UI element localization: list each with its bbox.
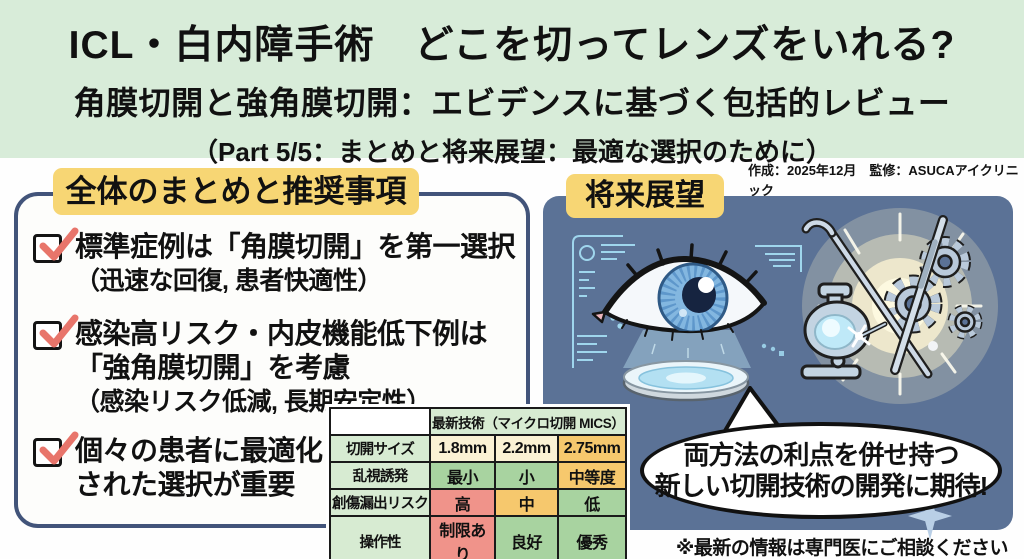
header-banner: ICL・白内障手術 どこを切ってレンズをいれる? 角膜切開と強角膜切開：エビデン… (0, 0, 1024, 167)
row-label: 創傷漏出リスク (329, 488, 431, 517)
table-cell: 中 (494, 488, 559, 517)
checklist-item-text: 感染高リスク・内皮機能低下例は (75, 318, 487, 349)
table-cell: 中等度 (557, 461, 627, 490)
upper-lashes (626, 243, 758, 286)
checklist-item: 感染高リスク・内皮機能低下例は 「強角膜切開」を考慮 （感染リスク低減, 長期安… (33, 314, 487, 418)
checklist-item-text: された選択が重要 (75, 469, 296, 500)
table-cell: 高 (429, 488, 496, 517)
eye-illustration (591, 243, 767, 341)
row-label: 乱視誘発 (329, 461, 431, 490)
hud-data-dots (761, 343, 784, 356)
speech-bubble: 両方法の利点を併せ持つ 新しい切開技術の開発に期待! (640, 422, 1002, 519)
credits-line-1: 作成：2025年12月 監修：ASUCAアイクリニック (748, 163, 1019, 198)
mics-comparison-table: 最新技術（マイクロ切開 MICS） 切開サイズ 1.8mm 2.2mm 2.75… (326, 404, 630, 559)
page-title: ICL・白内障手術 どこを切ってレンズをいれる? (68, 24, 956, 67)
surgical-tools (801, 215, 948, 379)
page-subtitle: 角膜切開と強角膜切開：エビデンスに基づく包括的レビュー (73, 85, 951, 121)
table-header: 最新技術（マイクロ切開 MICS） (429, 407, 627, 436)
future-illustration (572, 208, 998, 404)
table-cell: 良好 (494, 515, 559, 559)
lens-dish (622, 360, 750, 402)
table-cell: 制限あり (429, 515, 496, 559)
disclaimer-note: ※最新の情報は専門医にご相談ください (675, 538, 1009, 559)
microscope (800, 282, 888, 380)
table-cell: 1.8mm (429, 434, 496, 463)
checkbox-checked-icon (33, 227, 79, 263)
checklist-item-text: 個々の患者に最適化 (75, 435, 323, 466)
checklist-item: 標準症例は「角膜切開」を第一選択 （迅速な回復, 患者快適性） (33, 227, 516, 297)
checklist-item-note: （迅速な回復, 患者快適性） (75, 267, 382, 295)
table-cell: 低 (557, 488, 627, 517)
future-panel-title: 将来展望 (566, 174, 724, 218)
table-cell: 最小 (429, 461, 496, 490)
checklist-item: 個々の患者に最適化 された選択が重要 (33, 431, 323, 502)
row-label: 操作性 (329, 515, 431, 559)
checkbox-checked-icon (33, 431, 79, 467)
lower-lashes (621, 319, 734, 341)
tear-duct (591, 310, 607, 324)
row-label: 切開サイズ (329, 434, 431, 463)
holographic-beam (623, 330, 751, 368)
table-cell: 優秀 (557, 515, 627, 559)
bubble-text-line: 両方法の利点を併せ持つ (683, 439, 959, 470)
gear-small (947, 304, 983, 340)
summary-panel-title: 全体のまとめと推奨事項 (53, 168, 419, 215)
hud-frame-right (755, 245, 802, 272)
table-spacer-cell (329, 407, 431, 436)
page-part-label: （Part 5/5：まとめと将来展望：最適な選択のために） (192, 137, 832, 167)
checklist-item-text: 標準症例は「角膜切開」を第一選択 (75, 231, 516, 262)
table-cell: 2.2mm (494, 434, 559, 463)
checkbox-checked-icon (33, 314, 79, 350)
bubble-text-line: 新しい切開技術の開発に期待! (654, 470, 989, 501)
table-cell: 小 (494, 461, 559, 490)
checklist-item-text: 「強角膜切開」を考慮 (75, 352, 351, 383)
table-cell: 2.75mm (557, 434, 627, 463)
